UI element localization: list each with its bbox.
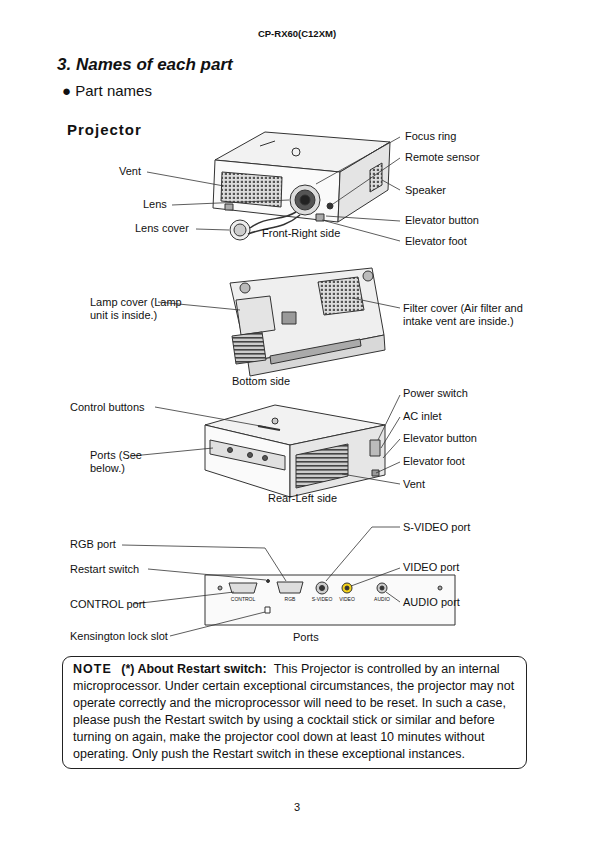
section-heading: ● Part names bbox=[62, 82, 152, 100]
port-tag: S-VIDEO bbox=[312, 596, 333, 602]
note-body: This Projector is controlled by an inter… bbox=[73, 662, 514, 761]
part-label: Focus ring bbox=[405, 130, 456, 143]
group-heading: Projector bbox=[67, 121, 142, 139]
page-number: 3 bbox=[294, 801, 300, 814]
part-label: Control buttons bbox=[70, 401, 145, 414]
note-heading: NOTE bbox=[73, 662, 112, 676]
part-label: Ports (See below.) bbox=[90, 449, 160, 475]
part-label: RGB port bbox=[70, 538, 116, 551]
page-title: 3. Names of each part bbox=[57, 55, 233, 75]
part-label: Vent bbox=[119, 165, 141, 178]
leader-lines bbox=[122, 137, 400, 636]
part-label: Restart switch bbox=[70, 563, 139, 576]
part-label: Elevator foot bbox=[405, 235, 467, 248]
page-header: CP-RX60(C12XM) bbox=[258, 27, 336, 40]
part-label: VIDEO port bbox=[403, 561, 459, 574]
port-tag: VIDEO bbox=[339, 596, 355, 602]
part-label: Filter cover (Air filter and intake vent… bbox=[403, 302, 538, 328]
part-label: Front-Right side bbox=[262, 227, 340, 240]
part-label: AC inlet bbox=[403, 410, 442, 423]
note-box: NOTE (*) About Restart switch: This Proj… bbox=[62, 656, 527, 769]
part-label: Kensington lock slot bbox=[70, 630, 168, 643]
part-label: Lens bbox=[143, 198, 167, 211]
part-label: Power switch bbox=[403, 387, 468, 400]
part-label: Speaker bbox=[405, 184, 446, 197]
part-label: AUDIO port bbox=[403, 596, 460, 609]
part-label: Bottom side bbox=[232, 375, 290, 388]
part-label: Remote sensor bbox=[405, 151, 480, 164]
note-subject: (*) About Restart switch: bbox=[121, 662, 266, 676]
port-tag: RGB bbox=[285, 596, 296, 602]
port-tag: CONTROL bbox=[231, 596, 255, 602]
port-tag: AUDIO bbox=[374, 596, 390, 602]
part-label: S-VIDEO port bbox=[403, 521, 470, 534]
part-label: Lamp cover (Lamp unit is inside.) bbox=[90, 296, 190, 322]
part-label: Elevator button bbox=[403, 432, 477, 445]
part-label: Vent bbox=[403, 478, 425, 491]
part-label: CONTROL port bbox=[70, 598, 145, 611]
part-label: Elevator foot bbox=[403, 455, 465, 468]
part-label: Lens cover bbox=[135, 222, 189, 235]
part-label: Ports bbox=[293, 631, 319, 644]
part-label: Rear-Left side bbox=[268, 492, 337, 505]
part-label: Elevator button bbox=[405, 214, 479, 227]
